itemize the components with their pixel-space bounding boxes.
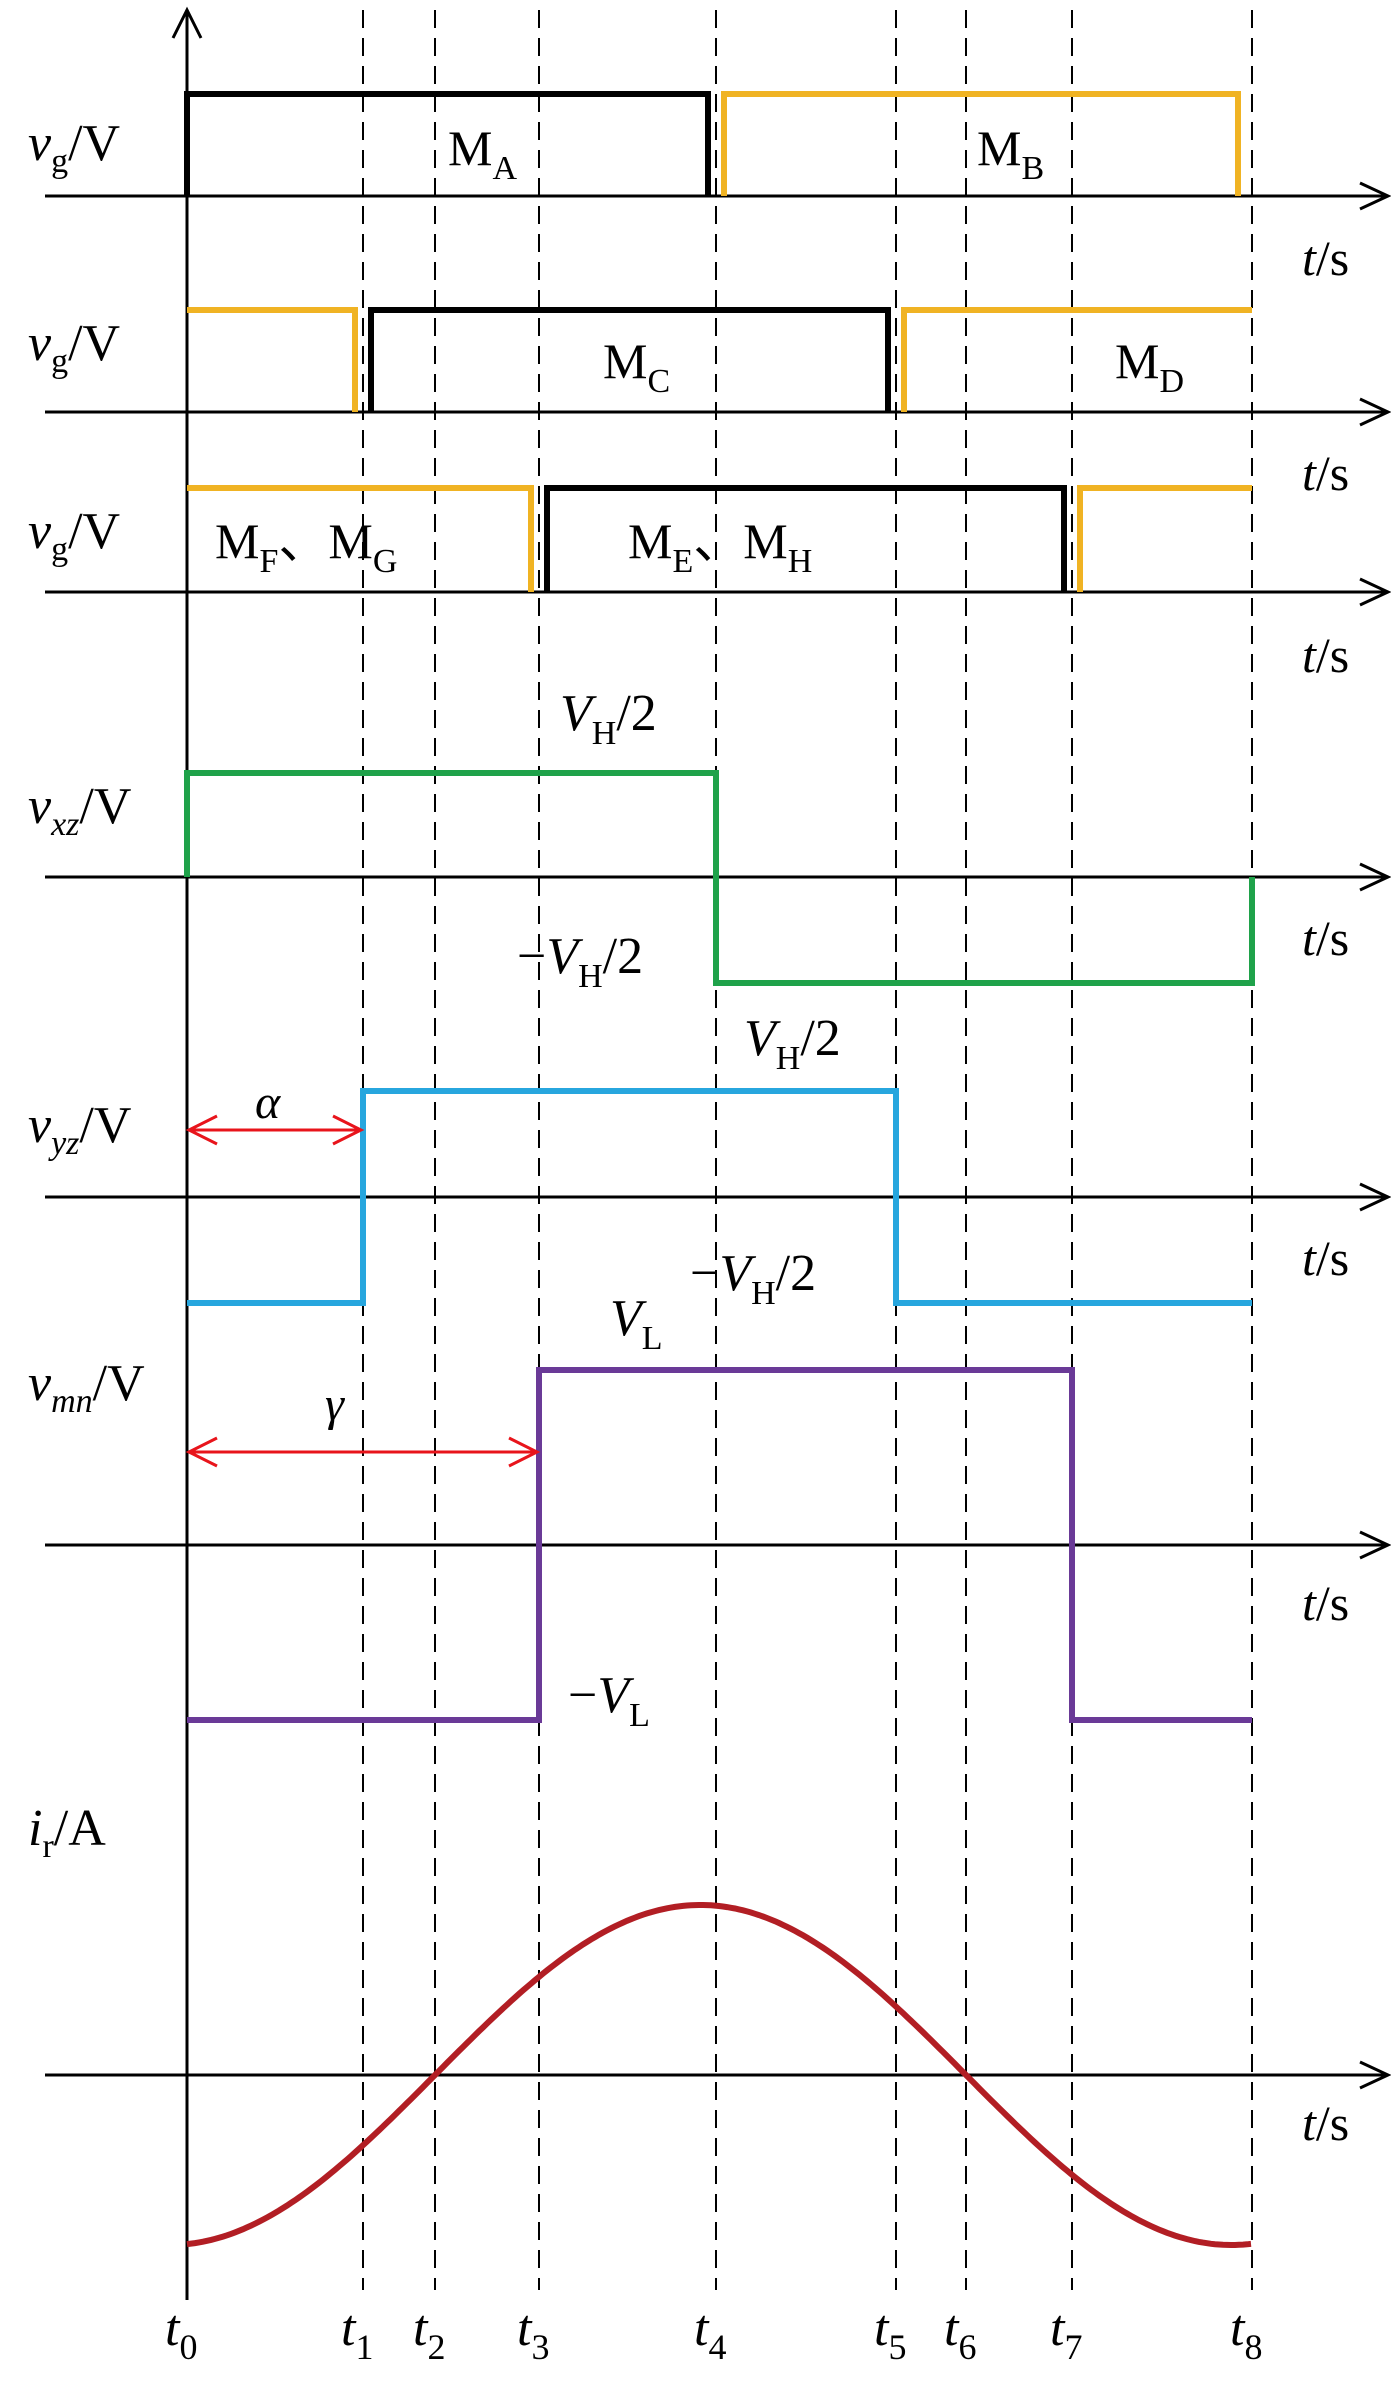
time-axis-label-5: t/s	[1302, 1230, 1349, 1286]
vmn-waveform	[187, 1367, 1252, 1723]
y-label-vg-1: vg/V	[28, 115, 120, 180]
time-label-t0: t0	[165, 2300, 197, 2367]
vxz-high-label: VH/2	[560, 685, 657, 752]
vertical-axis	[171, 6, 203, 2300]
vg-ab-trace-1	[184, 91, 711, 196]
time-label-t3: t3	[517, 2300, 549, 2367]
alpha-arrow	[185, 1114, 365, 1146]
time-axis-label-4: t/s	[1302, 910, 1349, 966]
time-label-t6: t6	[944, 2300, 976, 2367]
y-label-vg-3: vg/V	[28, 503, 120, 568]
time-label-t7: t7	[1050, 2300, 1082, 2367]
time-label-t2: t2	[413, 2300, 445, 2367]
vxz-waveform	[184, 770, 1255, 986]
panel-vmn: VL vmn/V γ −VL t/s	[28, 1290, 1349, 1734]
time-label-t1: t1	[341, 2300, 373, 2367]
panel-vyz: VH/2 vyz/V α −VH/2 t/s	[28, 1010, 1349, 1312]
vg-cd-trace-1	[187, 307, 358, 412]
gamma-arrow-head-left	[185, 1436, 218, 1468]
vyz-waveform	[187, 1088, 1252, 1306]
time-axis-label-1: t/s	[1302, 230, 1349, 286]
phase-annotations	[185, 1114, 541, 1468]
y-label-ir: ir/A	[28, 1800, 106, 1865]
time-axis-arrow-6	[1359, 1530, 1391, 1560]
vg-cd-trace-3	[901, 307, 1252, 412]
y-label-vmn: vmn/V	[28, 1355, 145, 1420]
time-label-t4: t4	[694, 2300, 726, 2367]
trace-label-ma: MA	[448, 120, 517, 187]
trace-label-mc: MC	[603, 333, 670, 400]
gamma-arrow-head-right	[508, 1436, 541, 1468]
alpha-label: α	[255, 1076, 281, 1129]
vyz-low-label: −VH/2	[690, 1245, 816, 1312]
time-axis-label-6: t/s	[1302, 1575, 1349, 1631]
panel-vg-ef: vg/V MF、MG ME、MH t/s	[28, 503, 1349, 683]
time-axis-label-7: t/s	[1302, 2095, 1349, 2151]
time-label-t8: t8	[1230, 2300, 1262, 2367]
time-axis-label-2: t/s	[1302, 445, 1349, 501]
vg-ef-trace-3	[1077, 485, 1252, 592]
vmn-high-label: VL	[610, 1290, 663, 1357]
vxz-low-label: −VH/2	[517, 928, 643, 995]
time-label-t5: t5	[874, 2300, 906, 2367]
vg-cd-trace-2	[368, 307, 891, 412]
panel-vxz: VH/2 vxz/V −VH/2 t/s	[28, 685, 1349, 995]
time-tick-labels: t0 t1 t2 t3 t4 t5 t6 t7 t8	[165, 2300, 1262, 2367]
vmn-low-label: −VL	[568, 1667, 650, 1734]
panel-vg-cd: vg/V MC MD t/s	[28, 315, 1349, 501]
y-label-vyz: vyz/V	[28, 1097, 131, 1162]
vyz-high-label: VH/2	[744, 1010, 841, 1077]
panel-vg-ab: vg/V MA MB t/s	[28, 115, 1349, 286]
time-axis-arrow-4	[1359, 862, 1391, 892]
gamma-arrow	[185, 1436, 541, 1468]
panel-ir: ir/A t/s	[28, 1800, 1349, 2151]
trace-label-mf-mg: MF、MG	[215, 513, 397, 580]
trace-label-md: MD	[1115, 333, 1184, 400]
time-axis-arrow-3	[1359, 577, 1391, 607]
y-label-vg-2: vg/V	[28, 315, 120, 380]
trace-label-mb: MB	[977, 120, 1044, 187]
vg-ef-trace-2	[544, 485, 1067, 592]
vg-ab-trace-2	[721, 91, 1241, 196]
gamma-label: γ	[325, 1378, 345, 1431]
time-axis-arrow-7	[1359, 2060, 1391, 2090]
time-axis-label-3: t/s	[1302, 627, 1349, 683]
time-axis-arrow-1	[1359, 181, 1391, 211]
time-marker-lines	[362, 10, 1253, 2290]
time-axis-arrow-5	[1359, 1182, 1391, 1212]
vg-ef-trace-1	[187, 485, 534, 592]
time-axis-arrow-2	[1359, 397, 1391, 427]
y-label-vxz: vxz/V	[28, 778, 131, 843]
trace-label-me-mh: ME、MH	[628, 513, 812, 580]
alpha-arrow-head-right	[332, 1114, 365, 1146]
ir-waveform	[186, 1902, 1252, 2248]
alpha-arrow-head-left	[185, 1114, 218, 1146]
waveforms	[184, 91, 1255, 2248]
